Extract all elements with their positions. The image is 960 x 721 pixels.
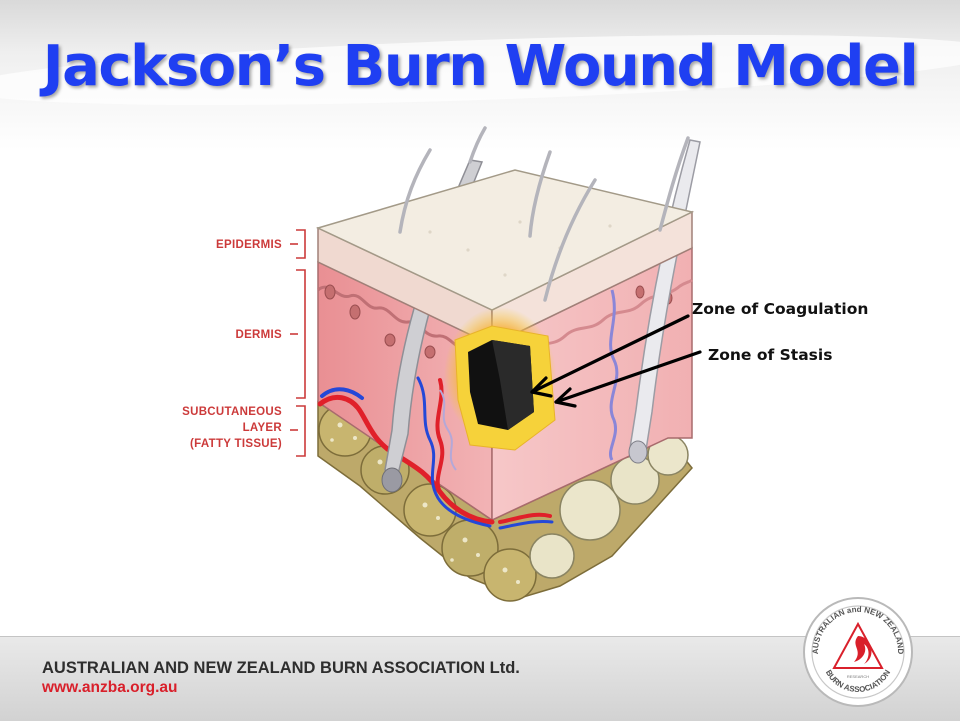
label-dermis: DERMIS <box>235 329 282 341</box>
vein-left <box>320 387 364 400</box>
vein-left-branch <box>416 376 492 528</box>
coagulation-right-facet <box>492 340 534 430</box>
hair-shafts <box>398 126 690 302</box>
artery-left-branch <box>435 378 445 494</box>
flame-icon <box>854 636 872 664</box>
zone-pointers <box>530 314 702 408</box>
vein-right <box>609 289 619 461</box>
label-zone-of-stasis: Zone of Stasis <box>708 346 832 364</box>
label-subcutaneous-line1: SUBCUTANEOUS <box>182 406 282 418</box>
burn-wound <box>444 307 556 451</box>
arrow-coagulation <box>530 314 690 394</box>
label-subcutaneous-line2: LAYER <box>243 422 283 434</box>
artery-bottom <box>498 512 552 524</box>
logo-text-inner: RESEARCH <box>847 674 869 679</box>
footer-organization-name: AUSTRALIAN AND NEW ZEALAND BURN ASSOCIAT… <box>42 659 520 677</box>
label-subcutaneous-line3: (FATTY TISSUE) <box>190 438 282 450</box>
footer-band <box>0 636 960 721</box>
label-zone-of-coagulation: Zone of Coagulation <box>692 300 868 318</box>
layer-brackets <box>290 229 306 457</box>
anzba-logo: AUSTRALIAN and NEW ZEALAND BURN ASSOCIAT… <box>798 590 918 710</box>
label-epidermis: EPIDERMIS <box>216 239 282 251</box>
skin-surface <box>315 169 695 311</box>
capillary-coil <box>439 389 457 471</box>
vein-bottom <box>498 520 554 530</box>
header-background <box>0 0 960 150</box>
slide-title: Jackson’s Burn Wound Model <box>42 34 919 99</box>
arrow-stasis <box>554 350 702 404</box>
footer-website-link[interactable]: www.anzba.org.au <box>42 679 178 696</box>
